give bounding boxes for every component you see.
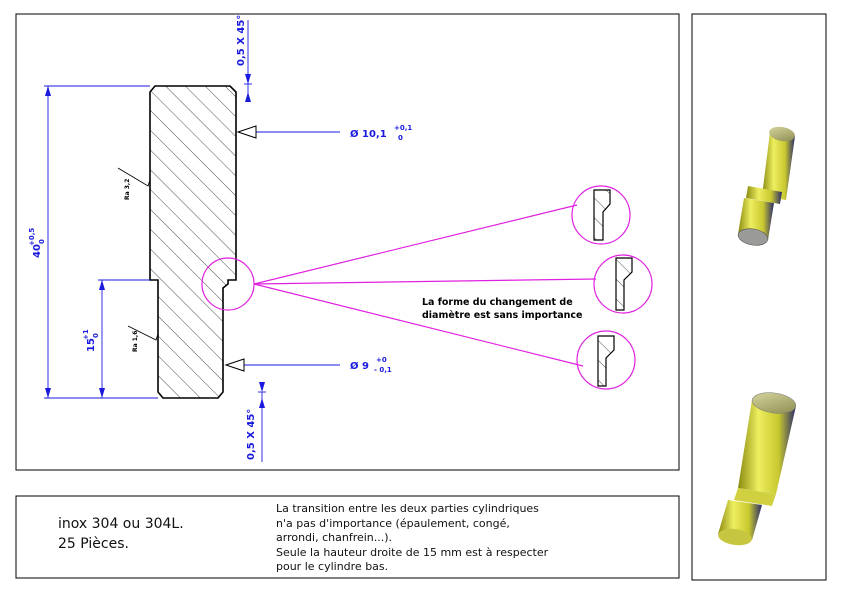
notes-frame — [15, 495, 680, 579]
length-bottom-tol-upper: +1 — [82, 329, 90, 340]
callout-line-1: La forme du changement de — [422, 297, 573, 308]
diameter-triangles — [224, 125, 257, 372]
diameter-bottom-tol-upper: +0 — [376, 356, 387, 364]
material-block: inox 304 ou 304L. 25 Pièces. — [58, 514, 184, 554]
length-bottom-base: 15 — [86, 338, 97, 352]
length-bottom-tol-lower: 0 — [92, 333, 100, 338]
diameter-bottom-tol-lower: - 0,1 — [374, 366, 392, 374]
instruction-line: arrondi, chanfrein...). — [276, 531, 393, 545]
length-total-tol-upper: +0,5 — [28, 228, 36, 246]
diameter-top-tol-upper: +0,1 — [394, 124, 412, 132]
iso-part-bottom — [718, 392, 797, 546]
part-section — [149, 85, 237, 399]
length-bottom-dim: 15 +1 0 — [82, 329, 100, 352]
length-total-dim: 40 +0,5 0 — [28, 228, 46, 258]
instruction-line: La transition entre les deux parties cyl… — [276, 502, 539, 515]
roughness-upper-label: Ra 3,2 — [124, 179, 131, 200]
length-total-base: 40 — [32, 244, 43, 258]
iso-part-top — [737, 126, 795, 246]
chamfer-top-label: 0,5 X 45° — [236, 15, 247, 66]
detail-callouts — [201, 185, 653, 390]
instruction-line: Seule la hauteur droite de 15 mm est à r… — [276, 545, 549, 559]
chamfer-bottom-label: 0,5 X 45° — [246, 409, 257, 460]
diameter-top-label: Ø 10,1 — [350, 128, 387, 140]
diameter-top-tol-lower: 0 — [398, 134, 403, 142]
roughness-lower-label: Ra 1,6 — [132, 331, 139, 352]
material-line-2: 25 Pièces. — [58, 536, 129, 552]
dimension-arrows — [45, 74, 265, 408]
detail-shoulder-variants — [593, 189, 633, 387]
material-line-1: inox 304 ou 304L. — [58, 516, 184, 532]
main-view-frame — [15, 13, 680, 471]
instruction-line: n'a pas d'importance (épaulement, congé, — [276, 516, 510, 530]
callout-line-2: diamètre est sans importance — [422, 310, 582, 321]
instruction-line: pour le cylindre bas. — [276, 560, 389, 574]
length-total-tol-lower: 0 — [38, 239, 46, 244]
roughness-marks — [117, 167, 159, 341]
iso-view-frame — [691, 13, 827, 581]
instructions-block: La transition entre les deux parties cyl… — [276, 502, 548, 575]
diameter-bottom-label: Ø 9 — [350, 360, 369, 372]
